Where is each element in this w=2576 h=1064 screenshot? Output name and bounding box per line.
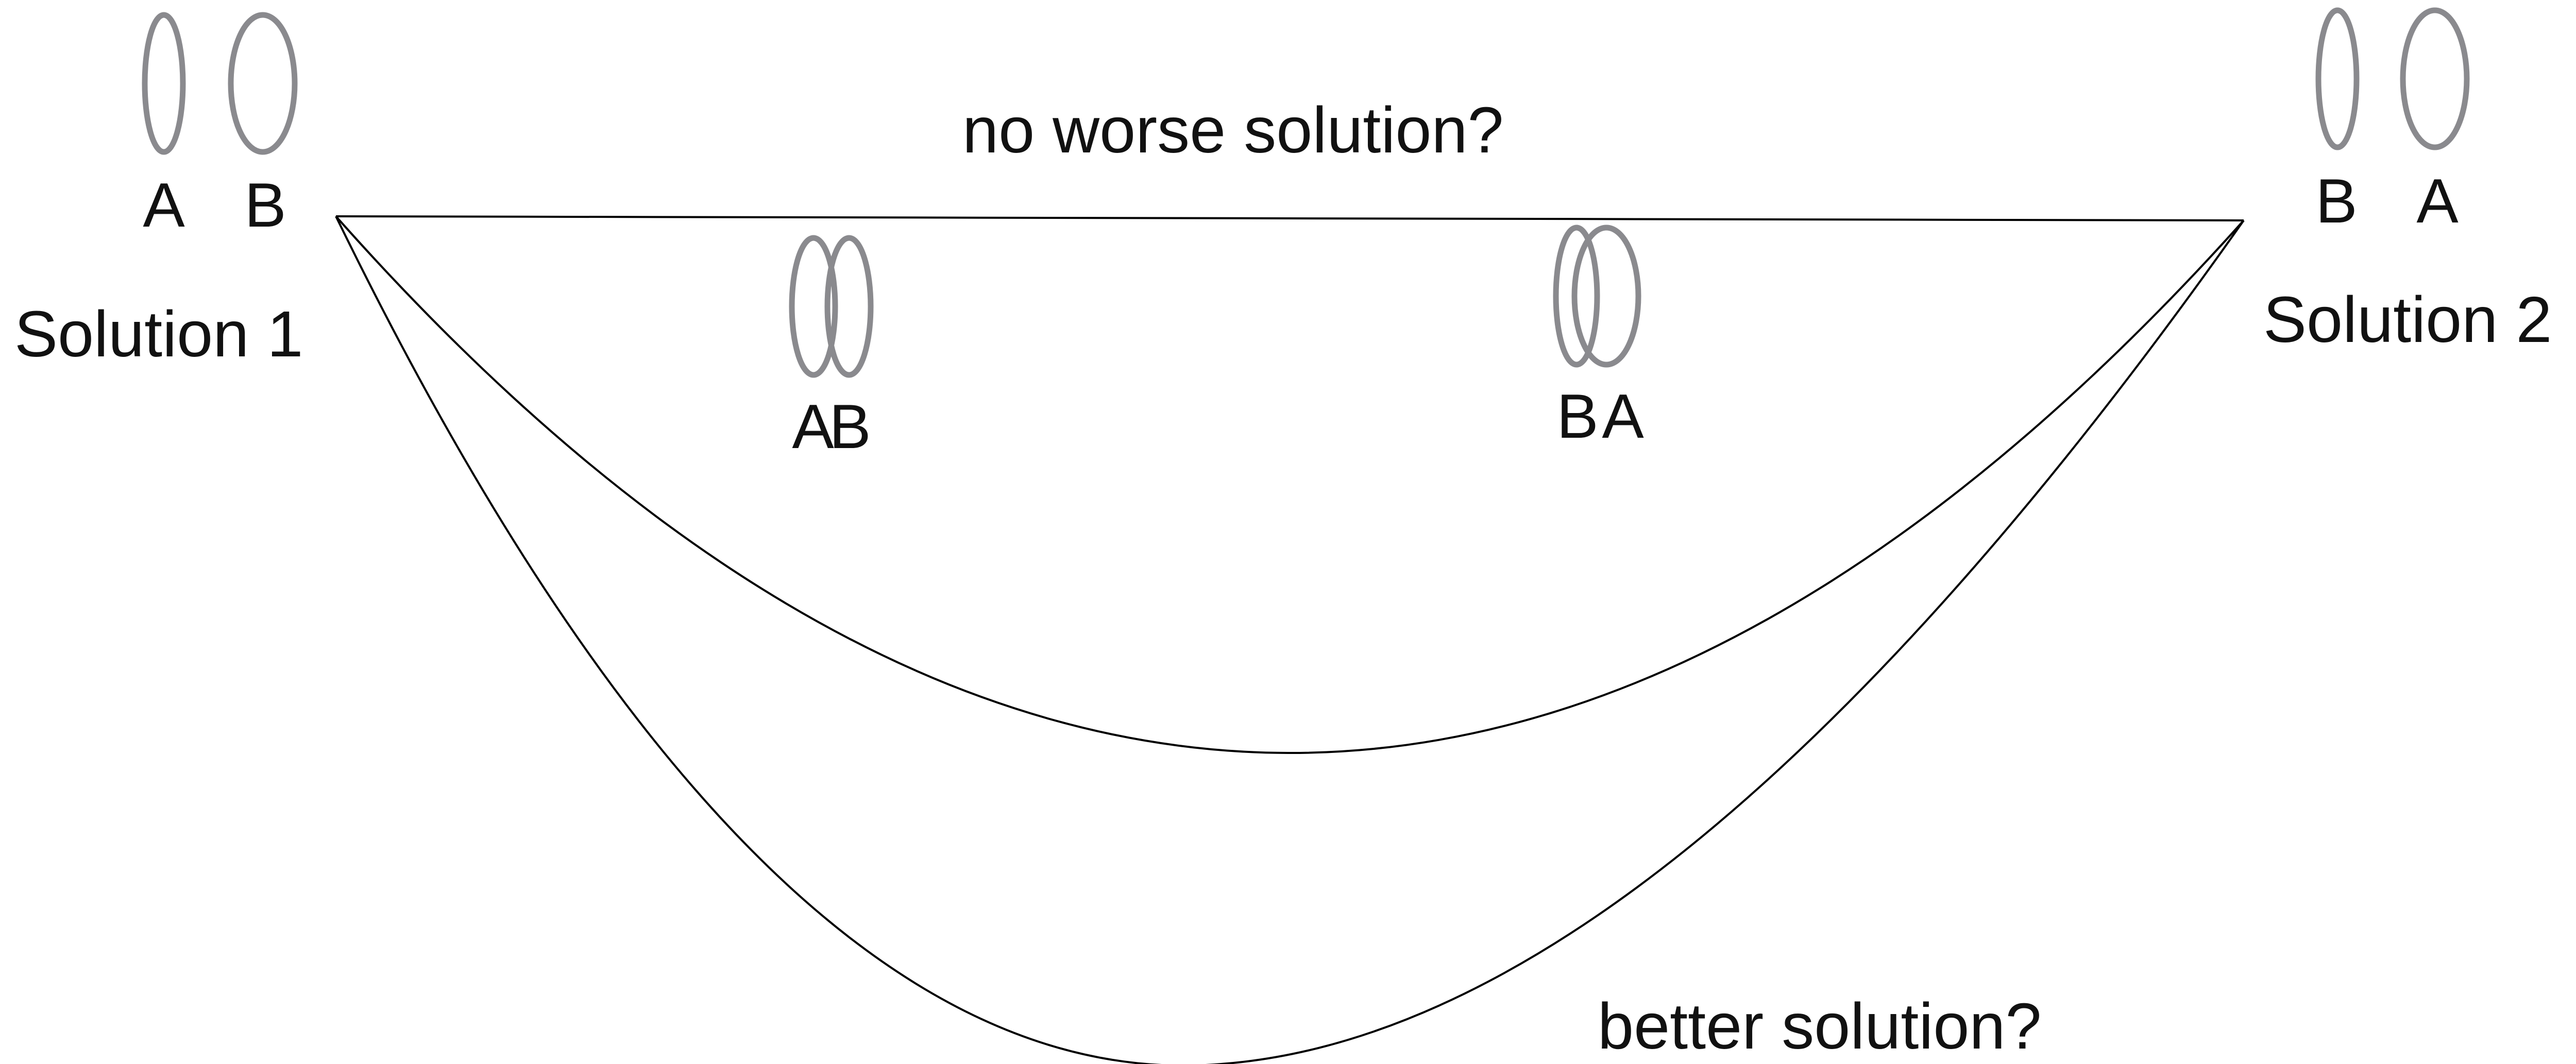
- midpoint-1-letter-b: B: [829, 391, 871, 461]
- midpoint-2-letter-a: A: [1602, 381, 1644, 451]
- ring-a-icon: [142, 12, 186, 155]
- midpoint-1-letter-a: A: [792, 391, 834, 461]
- ring-b-icon: [1553, 225, 1600, 368]
- midpoint-1-group: A B: [789, 235, 874, 461]
- midpoint-2-letter-b: B: [1556, 381, 1598, 451]
- straight-path-line: [335, 215, 2244, 221]
- ring-b-icon: [824, 235, 874, 378]
- ring-a-icon: [2400, 7, 2470, 150]
- ring-a-icon: [1571, 225, 1641, 368]
- solution-2-letter-b: B: [2315, 166, 2357, 236]
- solution-1-letter-b: B: [244, 170, 286, 240]
- lower-path-caption: better solution?: [1598, 990, 2042, 1062]
- straight-path-caption: no worse solution?: [962, 94, 1504, 166]
- solution-2-letter-a: A: [2416, 166, 2459, 236]
- solution-2-group: B A Solution 2: [2263, 7, 2552, 356]
- lower-curve-line: [335, 216, 2245, 1064]
- ring-a-icon: [789, 235, 838, 378]
- solution-2-label: Solution 2: [2263, 283, 2552, 356]
- solution-1-letter-a: A: [143, 170, 185, 240]
- solution-1-label: Solution 1: [14, 298, 303, 370]
- ring-b-icon: [228, 12, 298, 155]
- solution-1-group: A B Solution 1: [14, 12, 303, 370]
- ring-b-icon: [2315, 7, 2360, 150]
- midpoint-2-group: B A: [1553, 225, 1644, 451]
- middle-curve-line: [335, 215, 2245, 754]
